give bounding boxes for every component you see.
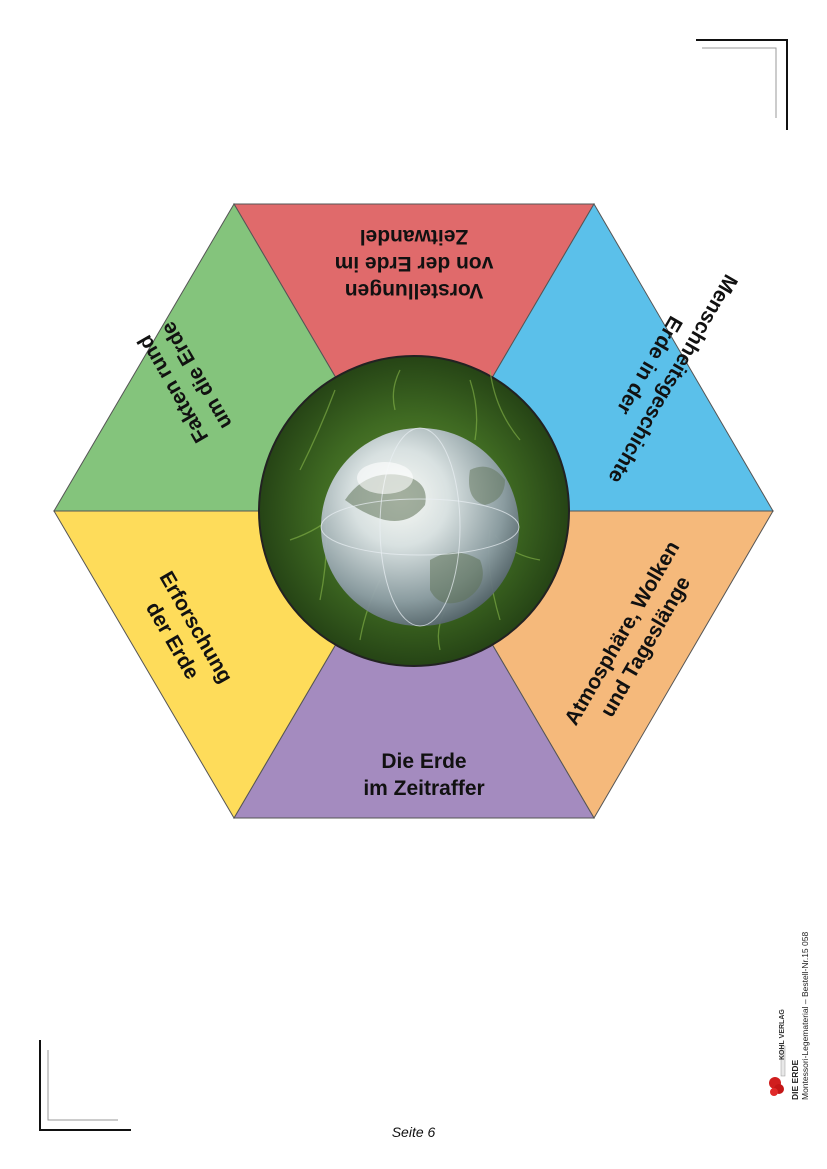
product-title: DIE ERDE: [790, 1059, 800, 1100]
product-info: DIE ERDE Montessori-Legematerial – Beste…: [790, 932, 810, 1100]
corner-mark-top-right: [696, 39, 788, 130]
corner-mark-bottom-left: [39, 1040, 131, 1131]
product-subtitle: Montessori-Legematerial – Bestell-Nr.15 …: [800, 931, 810, 1100]
page-number: Seite 6: [391, 1124, 436, 1140]
segment-label-bottom: Die Erde im Zeitraffer: [363, 750, 485, 800]
kohl-verlag-logo-icon: [769, 1045, 786, 1096]
publisher-name: KOHL VERLAG: [779, 1009, 786, 1060]
segment-label-top: Vorstellungen von der Erde im Zeitwandel: [334, 225, 494, 302]
globe-on-grass-image: [258, 355, 570, 667]
